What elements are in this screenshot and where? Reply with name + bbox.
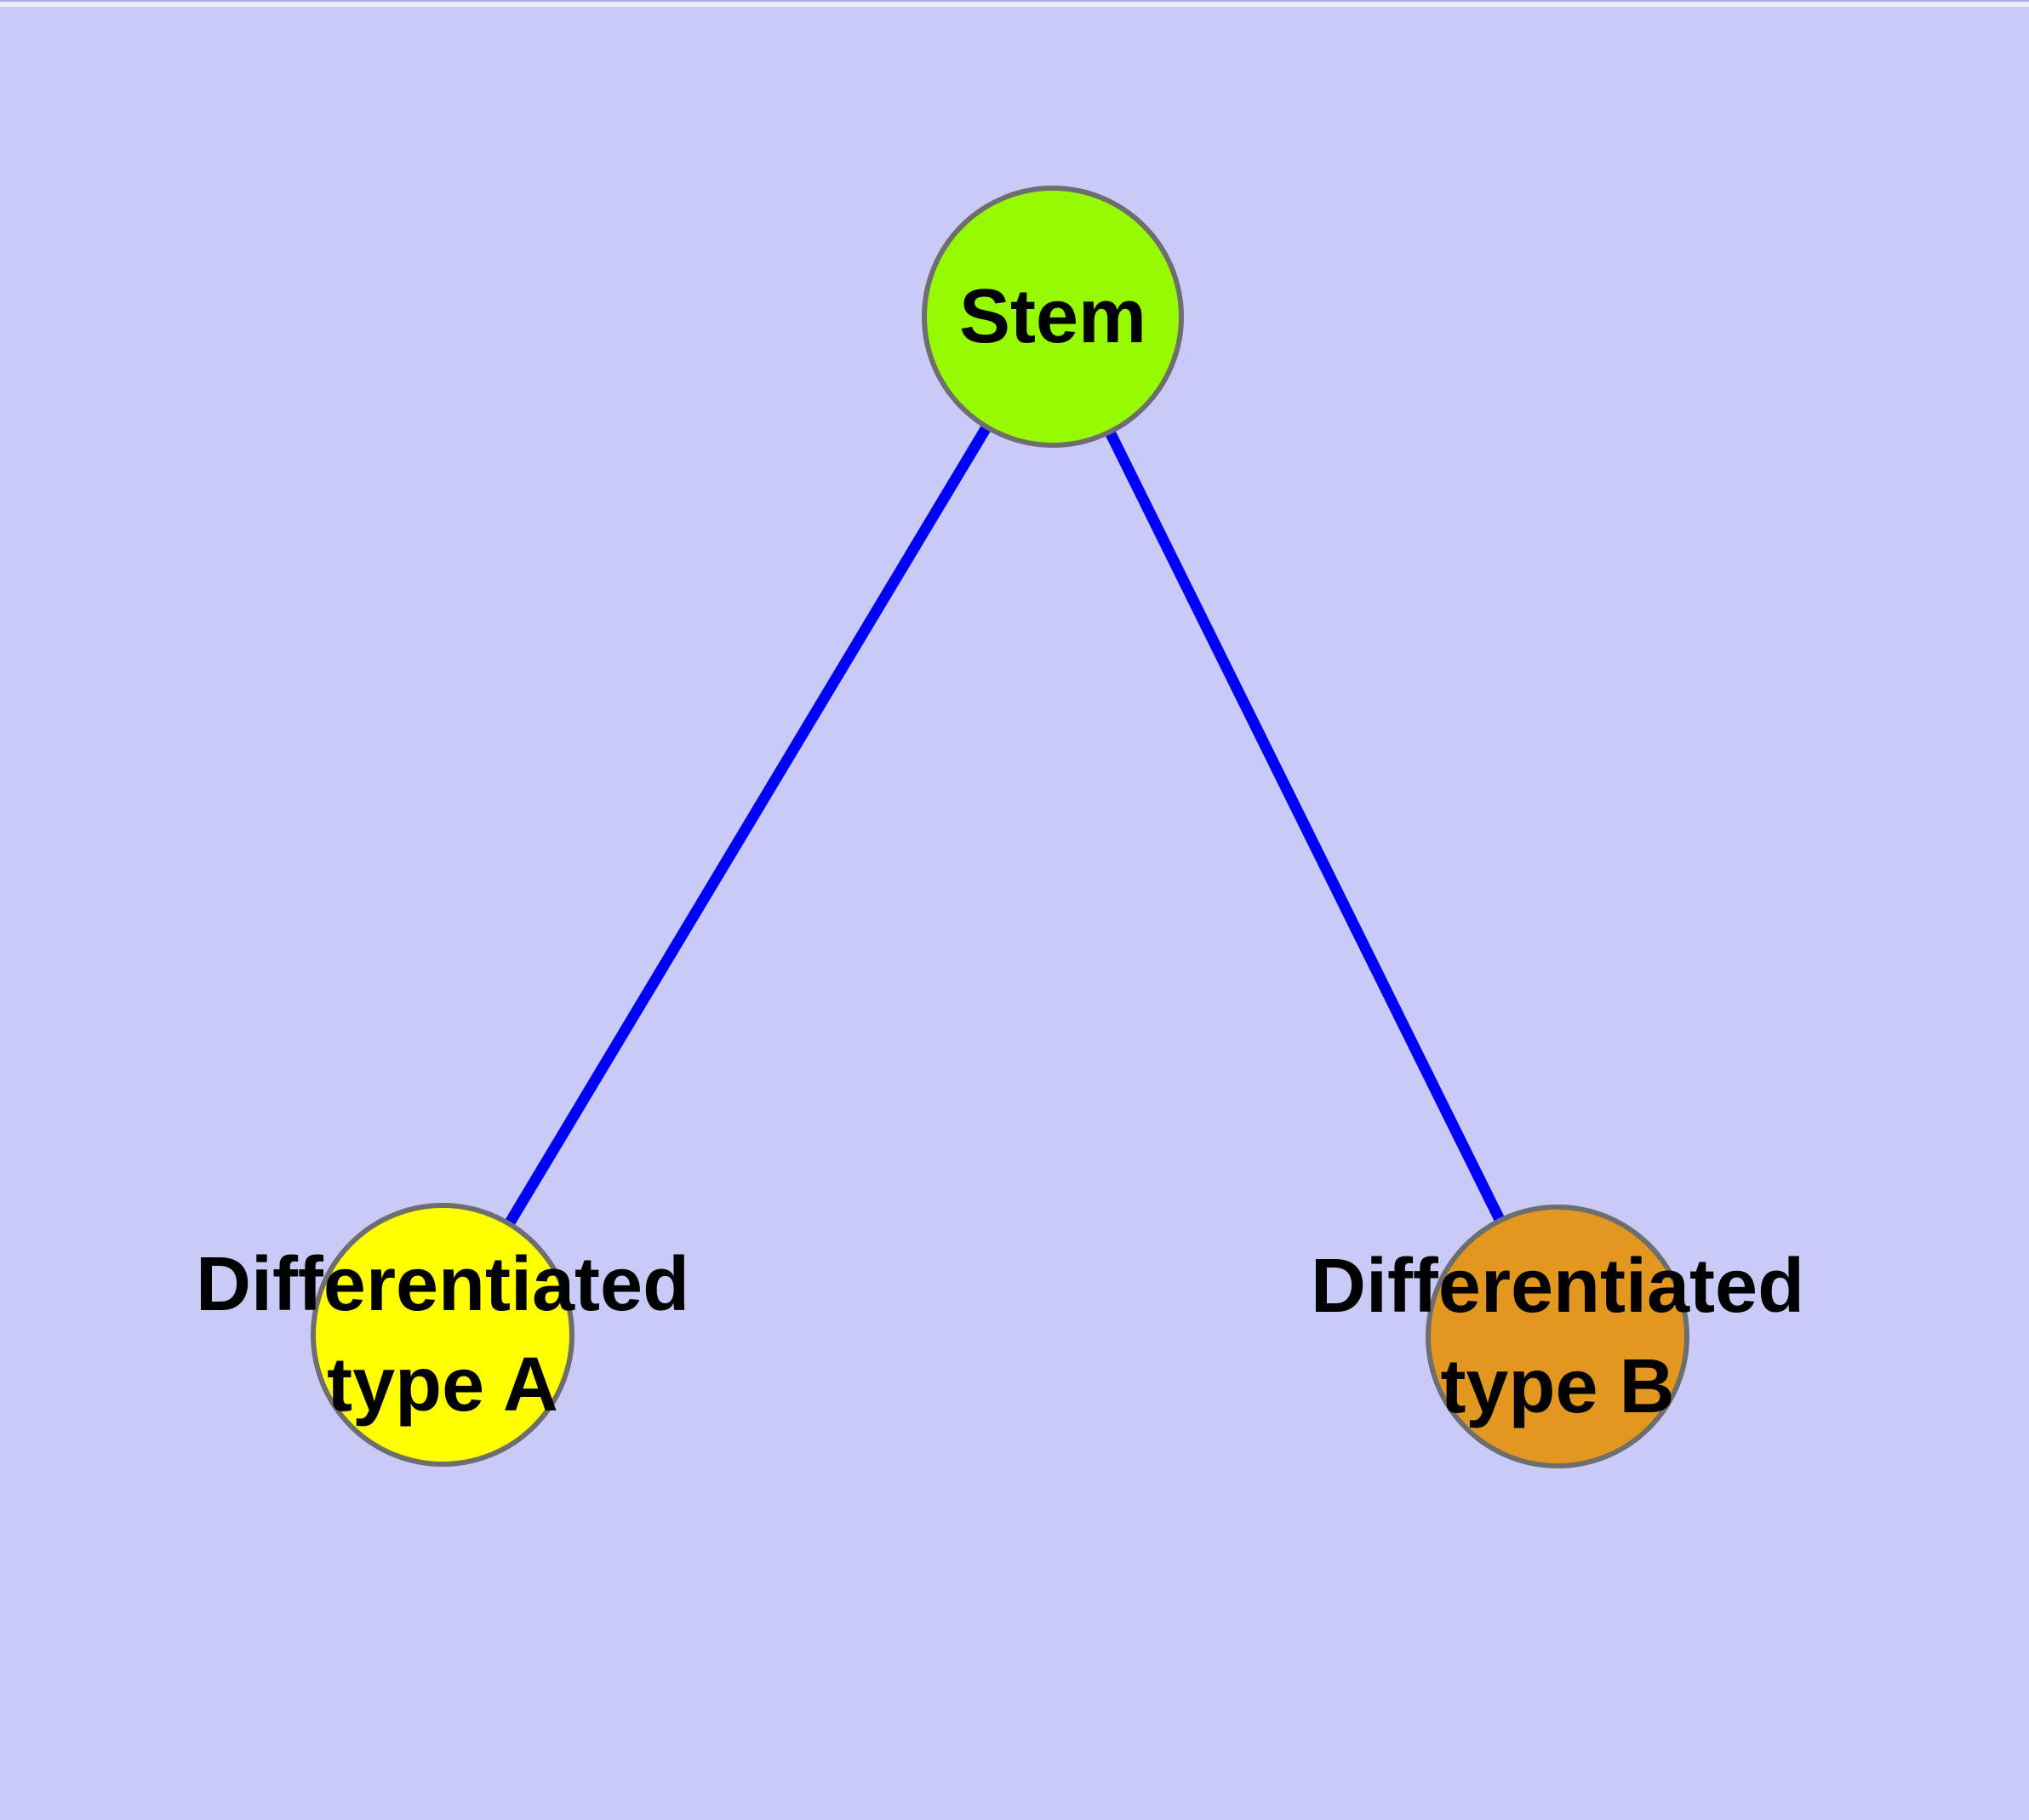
edge-stem-to-type-a [437, 313, 1058, 1338]
top-edge-artifact [0, 0, 2029, 7]
node-label-differentiated-type-b: Differentiated type B [1311, 1236, 1804, 1437]
node-label-stem: Stem [959, 266, 1146, 367]
node-label-type-a-line-2: type A [327, 1342, 558, 1428]
node-label-differentiated-type-a: Differentiated type A [196, 1234, 689, 1435]
edge-stem-to-type-b [1048, 314, 1563, 1339]
node-label-type-b-line-1: Differentiated [1310, 1244, 1805, 1329]
node-label-stem-line: Stem [958, 274, 1147, 359]
node-differentiated-type-b [1426, 1205, 1689, 1468]
node-stem [922, 186, 1184, 448]
node-label-type-a-line-1: Differentiated [195, 1242, 690, 1327]
node-differentiated-type-a [311, 1203, 574, 1467]
node-label-type-b-line-2: type B [1440, 1344, 1675, 1429]
